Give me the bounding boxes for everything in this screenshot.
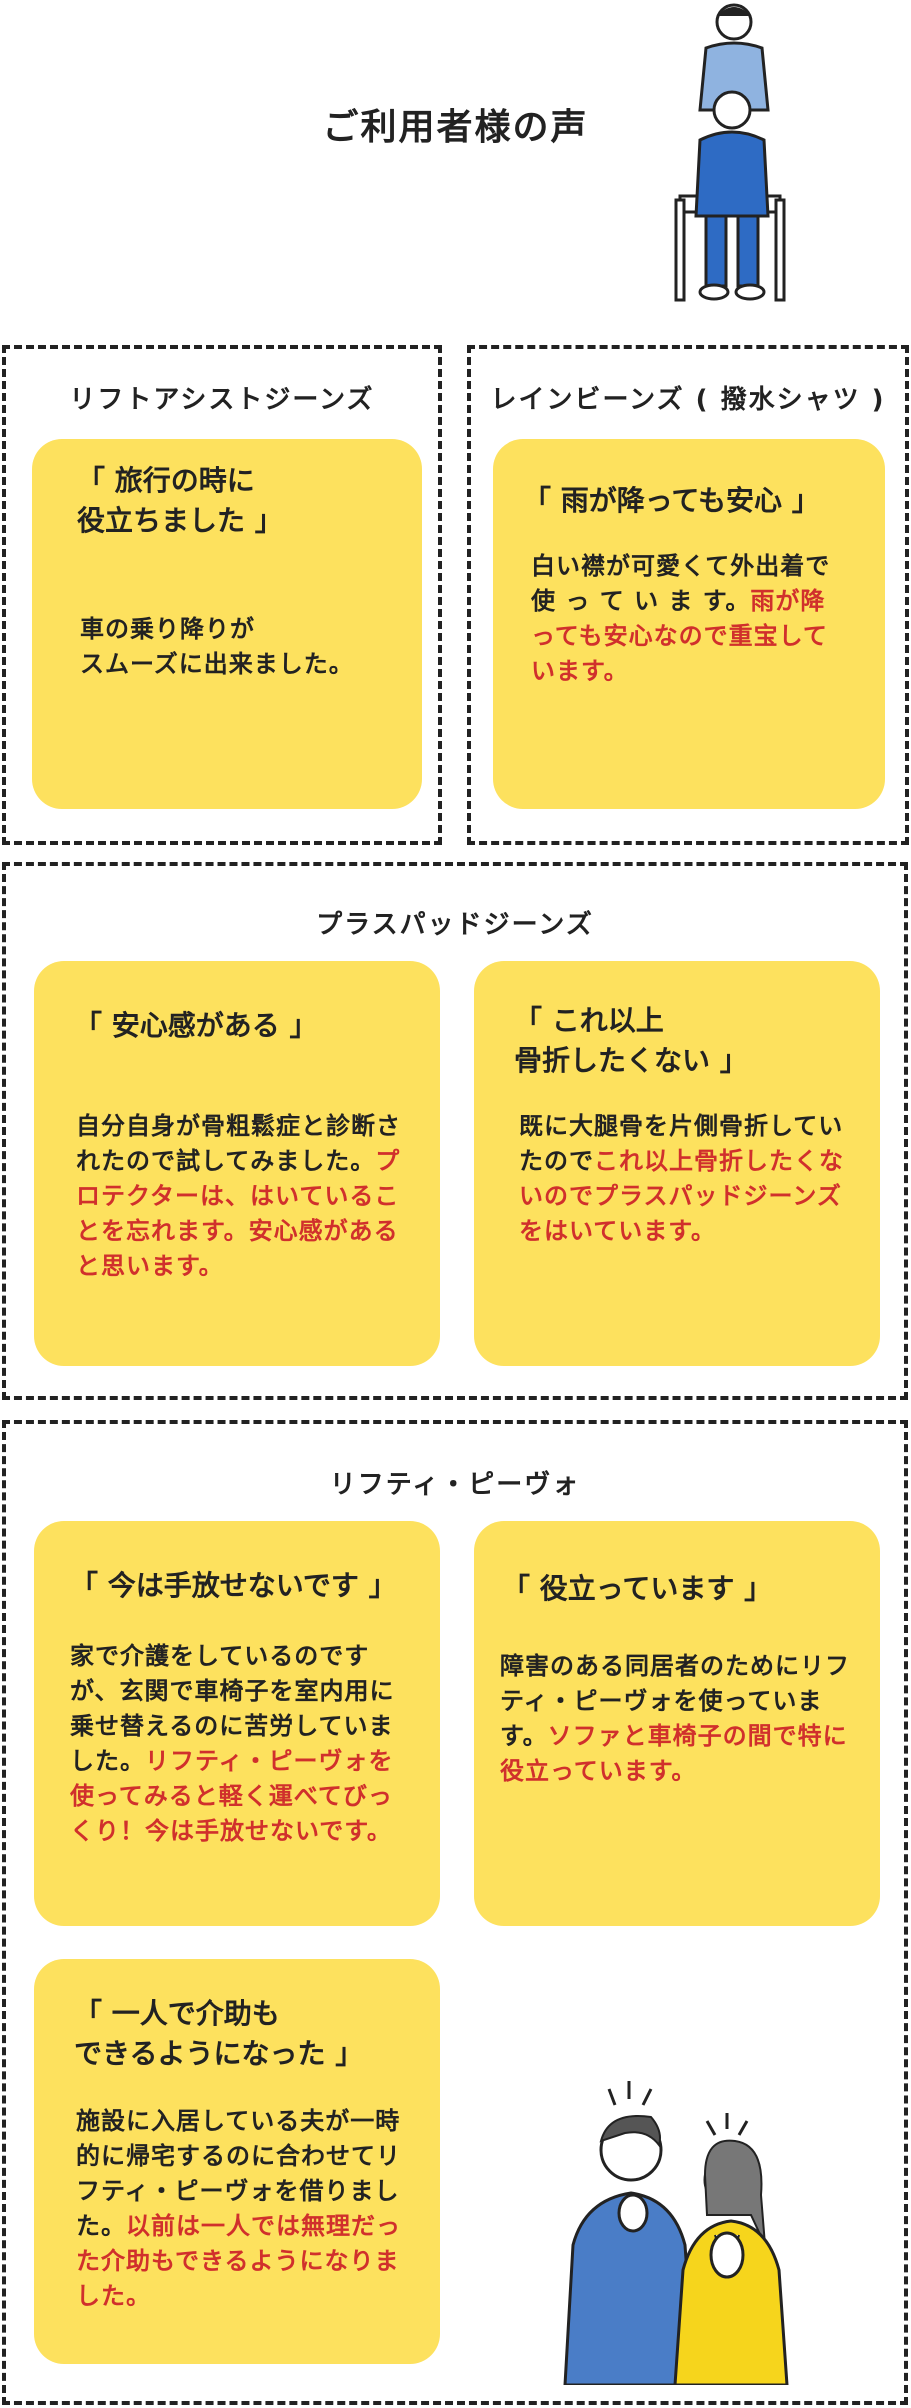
testimonial-body: 施設に入居している夫が一時的に帰宅するのに合わせてリフティ・ピーヴォを借りました… <box>76 2104 406 2314</box>
thinking-couple-illustration <box>563 2081 789 2385</box>
testimonial-quote: 「 これ以上 骨折したくない 」 <box>514 1004 748 1077</box>
testimonial-highlight: 以前は一人では無理だった介助もできるようになりました。 <box>76 2212 401 2310</box>
testimonial-text: 障害のある同居者のためにリフティ・ピーヴォを使っています。 <box>500 1652 850 1750</box>
section-lift-assist-jeans: リフトアシストジーンズ 「 旅行の時に 役立ちました 」 車の乗り降りが スムー… <box>2 345 442 845</box>
section-lifty-pivo: リフティ・ピーヴォ 「 今は手放せないです 」 家で介護をしているのですが、玄関… <box>2 1420 908 2405</box>
testimonial-highlight: これ以上骨折したくないのでプラスパッドジーンズをはいています。 <box>519 1147 844 1245</box>
testimonial-quote: 「 安心感がある 」 <box>74 1009 318 1042</box>
testimonial-highlight: リフティ・ピーヴォを使ってみると軽く運べてびっくり！今は手放せないです。 <box>70 1747 394 1845</box>
section-heading: プラスパッドジーンズ <box>316 910 594 940</box>
testimonial-quote: 「 今は手放せないです 」 <box>70 1569 397 1602</box>
testimonial-card: 「 旅行の時に 役立ちました 」 車の乗り降りが スムーズに出来ました。 <box>32 439 422 809</box>
testimonial-text: 白い襟が可愛くて外出着で 使 っ て い ま す。 <box>531 552 831 615</box>
section-heading: リフトアシストジーンズ <box>69 385 375 415</box>
testimonial-text: 施設に入居している夫が一時的に帰宅するのに合わせてリフティ・ピーヴォを借りました… <box>76 2107 401 2240</box>
testimonial-highlight: 雨が降っても安心なので重宝しています。 <box>531 587 828 685</box>
testimonial-quote: 「 役立っています 」 <box>502 1572 773 1605</box>
testimonial-highlight: ソファと車椅子の間で特に役立っています。 <box>500 1722 848 1785</box>
page-title: ご利用者様の声 <box>322 107 589 148</box>
testimonial-card: 「 雨が降っても安心 」 白い襟が可愛くて外出着で 使 っ て い ま す。雨が… <box>493 439 885 809</box>
section-heading: レインビーンズ ( 撥水シャツ ) <box>490 385 886 415</box>
testimonial-body: 家で介護をしているのですが、玄関で車椅子を室内用に乗せ替えるのに苦労していました… <box>70 1639 415 1849</box>
testimonial-text: 車の乗り降りが スムーズに出来ました。 <box>80 615 354 678</box>
testimonial-body: 車の乗り降りが スムーズに出来ました。 <box>80 577 400 682</box>
section-plus-pad-jeans: プラスパッドジーンズ 「 安心感がある 」 自分自身が骨粗鬆症と診断されたので試… <box>2 862 908 1400</box>
testimonial-body: 自分自身が骨粗鬆症と診断されたので試してみました。プロテクターは、はいていること… <box>76 1109 411 1284</box>
testimonial-body: 既に大腿骨を片側骨折していたのでこれ以上骨折したくないのでプラスパッドジーンズを… <box>519 1109 854 1249</box>
testimonial-card: 「 一人で介助も できるようになった 」 施設に入居している夫が一時的に帰宅する… <box>34 1959 440 2364</box>
testimonial-quote: 「 一人で介助も できるようになった 」 <box>74 1997 364 2070</box>
testimonial-body: 白い襟が可愛くて外出着で 使 っ て い ま す。雨が降っても安心なので重宝して… <box>531 549 841 689</box>
testimonial-highlight: プロテクターは、はいていることを忘れます。安心感があると思います。 <box>76 1147 401 1280</box>
caregiver-wheelchair-illustration <box>674 3 786 302</box>
testimonial-card: 「 これ以上 骨折したくない 」 既に大腿骨を片側骨折していたのでこれ以上骨折し… <box>474 961 880 1366</box>
testimonial-card: 「 安心感がある 」 自分自身が骨粗鬆症と診断されたので試してみました。プロテク… <box>34 961 440 1366</box>
testimonial-text: 自分自身が骨粗鬆症と診断されたので試してみました。 <box>76 1112 401 1175</box>
testimonial-text: 既に大腿骨を片側骨折していたので <box>519 1112 844 1175</box>
testimonial-quote: 「 旅行の時に 役立ちました 」 <box>77 464 283 537</box>
section-heading: リフティ・ピーヴォ <box>329 1470 581 1500</box>
testimonial-card: 「 役立っています 」 障害のある同居者のためにリフティ・ピーヴォを使っています… <box>474 1521 880 1926</box>
testimonial-text: 家で介護をしているのですが、玄関で車椅子を室内用に乗せ替えるのに苦労していました… <box>70 1642 395 1775</box>
testimonial-body: 障害のある同居者のためにリフティ・ピーヴォを使っています。ソファと車椅子の間で特… <box>500 1649 855 1789</box>
testimonial-card: 「 今は手放せないです 」 家で介護をしているのですが、玄関で車椅子を室内用に乗… <box>34 1521 440 1926</box>
testimonial-quote: 「 雨が降っても安心 」 <box>523 484 820 517</box>
section-rain-beans: レインビーンズ ( 撥水シャツ ) 「 雨が降っても安心 」 白い襟が可愛くて外… <box>467 345 909 845</box>
